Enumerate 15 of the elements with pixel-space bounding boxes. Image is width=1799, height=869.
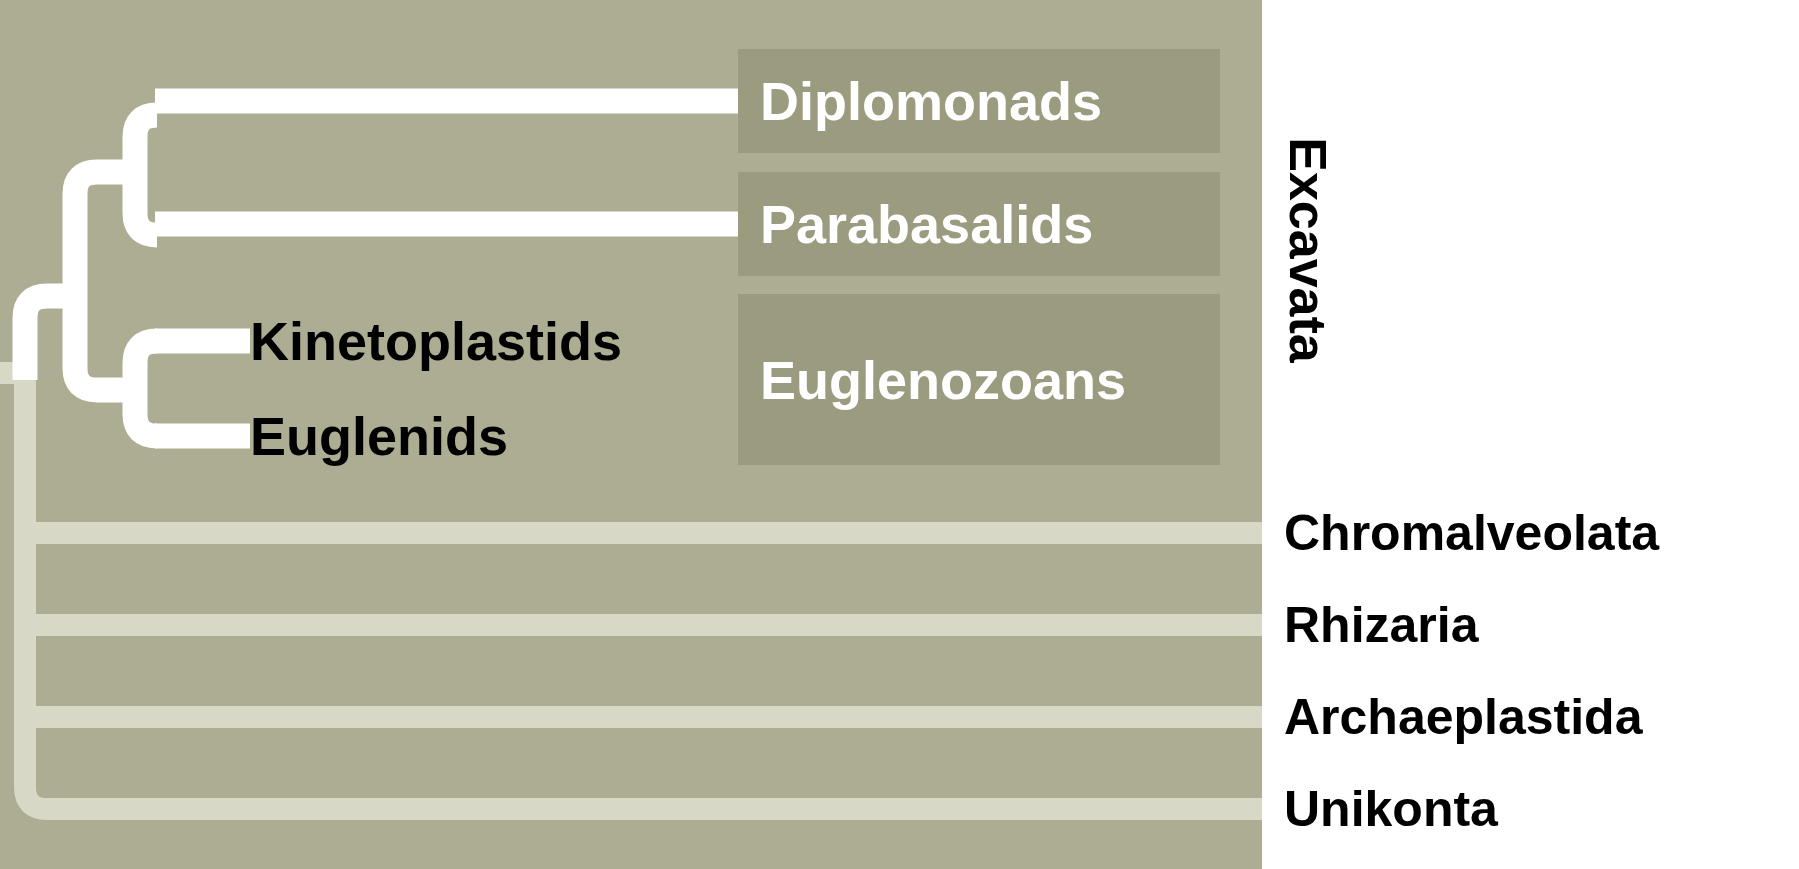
- tree-branch: [155, 88, 738, 114]
- taxon-label: Euglenids: [250, 404, 650, 468]
- group-label: Excavata: [1278, 137, 1338, 363]
- taxon-label: Archaeplastida: [1262, 687, 1792, 747]
- tree-branch: [155, 328, 250, 354]
- clade-box: Diplomonads: [738, 49, 1220, 153]
- clade-box: Euglenozoans: [738, 294, 1220, 465]
- tree-branch: [155, 423, 250, 449]
- tree-branch: [45, 798, 1262, 820]
- clade-box: Parabasalids: [738, 172, 1220, 276]
- taxon-label: Rhizaria: [1262, 595, 1662, 655]
- taxon-label: Chromalveolata: [1262, 503, 1792, 563]
- tree-branch: [155, 211, 738, 237]
- taxon-label: Unikonta: [1262, 779, 1662, 839]
- taxon-label: Kinetoplastids: [250, 309, 720, 373]
